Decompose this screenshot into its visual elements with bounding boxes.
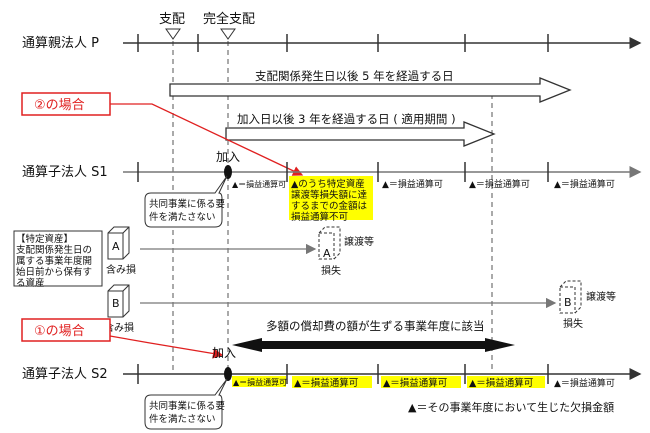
sub2-label-4: ▲＝損益通算可 (469, 377, 533, 389)
loss-years-arrow (232, 338, 515, 352)
sub2-highlight-4 (467, 376, 545, 388)
sub1-highlight-line4: 損益通算不可 (291, 211, 348, 223)
case1-pointer (109, 335, 224, 359)
asset-a-label: A (112, 240, 120, 253)
sub2-highlight-1 (232, 376, 286, 387)
sub1-label-4: ▲＝損益通算可 (469, 178, 530, 190)
sub1-highlight-box (289, 176, 373, 220)
asset-b-dashed-box (559, 280, 582, 314)
five-year-arrow (169, 77, 572, 103)
three-year-arrow (225, 121, 496, 147)
footnote: ▲＝その事業年度において生じた欠損金額 (408, 400, 614, 414)
case1-box (21, 318, 111, 342)
five-year-label: 支配関係発生日以後 5 年を経過する日 (255, 69, 454, 83)
sub2-bubble-line1: 共同事業に係る要 (149, 400, 225, 412)
specific-assets-line1: 【特定資産】 (16, 233, 73, 245)
asset-b-box (107, 284, 130, 318)
sub2-bubble-line2: 件を満たさない (149, 413, 216, 425)
specific-assets-line3: 属する事業年度開 (16, 255, 92, 267)
case2-label: ②の場合 (34, 98, 85, 113)
specific-assets-line2: 支配関係発生日の (16, 244, 92, 256)
specific-assets-line5: る資産 (16, 277, 45, 289)
sub2-label: 通算子法人 S2 (22, 367, 108, 382)
sub1-highlight-line3: するまでの金額は (291, 200, 368, 212)
sub1-first-label: ▲＝損益通算可 (232, 179, 286, 189)
asset-b-unrealized-loss: 含み損 (104, 321, 134, 334)
sub2-join-marker (224, 367, 232, 381)
sub1-bubble (144, 175, 228, 228)
asset-b-label: B (112, 297, 120, 310)
asset-a-dashed-label: A (323, 247, 331, 260)
case1-label: ①の場合 (34, 324, 85, 339)
asset-b-transfer: 譲渡等 (586, 290, 616, 303)
sub1-label: 通算子法人 S1 (22, 165, 108, 180)
full-control-label: 完全支配 (203, 11, 255, 27)
asset-a-loss: 損失 (321, 264, 341, 277)
asset-a-unrealized-loss: 含み損 (106, 263, 136, 276)
case2-pointer (110, 103, 304, 176)
sub2-label-5: ▲＝損益通算可 (554, 377, 615, 389)
asset-a-dashed-box (318, 226, 341, 260)
three-year-label: 加入日以後 3 年を経過する日 ( 適用期間 ) (237, 112, 456, 126)
control-label: 支配 (159, 12, 185, 27)
asset-a-box (107, 226, 130, 260)
sub1-highlight-line1: ▲のうち特定資産 (291, 178, 365, 190)
sub2-label-3: ▲＝損益通算可 (383, 377, 447, 389)
parent-ticks (137, 34, 549, 52)
specific-assets-box (13, 230, 103, 287)
sub2-highlight-3 (381, 376, 461, 388)
sub1-join-marker (224, 165, 232, 179)
sub2-bubble (144, 378, 228, 430)
sub1-join-label: 加入 (216, 150, 240, 164)
sub1-bubble-line2: 件を満たさない (149, 211, 216, 223)
control-triangle-icon (165, 28, 181, 40)
asset-b-loss: 損失 (563, 317, 583, 330)
sub1-bubble-line1: 共同事業に係る要 (149, 198, 225, 210)
sub2-label-1: ▲＝損益通算可 (233, 377, 287, 387)
sub1-label-3: ▲＝損益通算可 (382, 178, 443, 190)
sub2-highlight-2 (292, 376, 372, 388)
sub2-ticks (137, 364, 549, 384)
loss-years-label: 多額の償却費の額が生ずる事業年度に該当 (266, 319, 485, 333)
full-control-triangle-icon (220, 28, 236, 40)
parent-label: 通算親法人 P (22, 36, 99, 51)
sub1-highlight-line2: 譲渡等損失額に達 (291, 189, 368, 201)
asset-b-dashed-label: B (564, 296, 572, 309)
asset-a-transfer: 譲渡等 (344, 235, 374, 248)
sub2-join-label: 加入 (212, 346, 236, 360)
sub1-label-5: ▲＝損益通算可 (554, 178, 615, 190)
specific-assets-line4: 始日前から保有す (16, 266, 92, 278)
sub1-ticks (137, 162, 549, 182)
sub2-label-2: ▲＝損益通算可 (294, 377, 358, 389)
